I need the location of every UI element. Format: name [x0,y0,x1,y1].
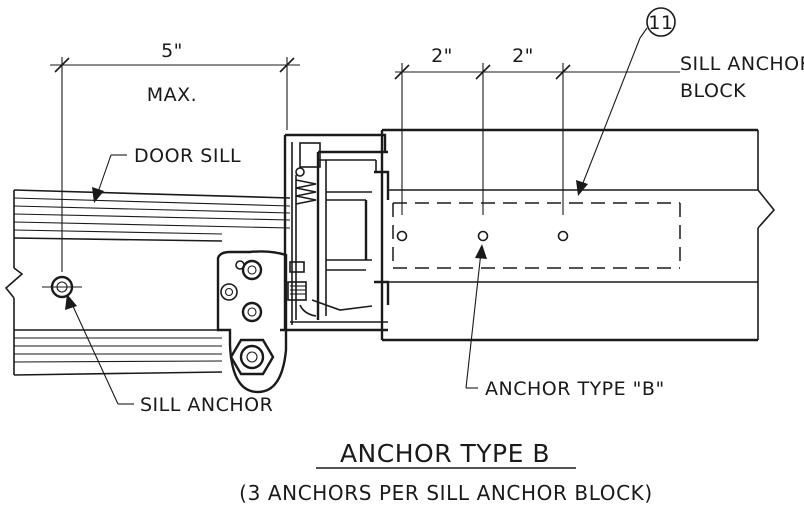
sill-anchor-head [42,275,82,299]
sill-anchor-label: SILL ANCHOR [140,394,273,416]
dimension-2-spacing [394,63,680,215]
door-sill-leader [92,154,127,203]
dimension-5-qualifier: MAX. [147,84,197,106]
sill-anchor-leader [65,294,134,405]
end-clip [216,250,288,394]
anchor-hole-3 [557,230,569,242]
door-sill-label: DOOR SILL [134,145,241,167]
door-sill [4,189,291,376]
anchor-type-b-label: ANCHOR TYPE "B" [485,378,665,400]
anchor-type-b-leader [465,244,487,389]
detail-subtitle: (3 ANCHORS PER SILL ANCHOR BLOCK) [239,481,653,505]
sill-anchor-block-label-1: SILL ANCHOR [680,53,804,75]
item-number: 11 [648,12,673,34]
frame-extrusion [280,133,390,332]
anchor-hole-2 [477,230,489,242]
item-11-callout [576,7,676,196]
sill-anchor-block-label-2: BLOCK [680,80,746,102]
sill-anchor-block-body [380,128,776,342]
dimension-2-value-2: 2" [512,45,534,67]
dimension-2-value-1: 2" [431,45,453,67]
anchor-hole-1 [396,230,408,242]
dimension-5-value: 5" [161,40,183,62]
dimension-5-max [50,57,300,272]
anchor-block-hidden-outline [392,202,681,269]
detail-title: ANCHOR TYPE B [340,439,550,468]
